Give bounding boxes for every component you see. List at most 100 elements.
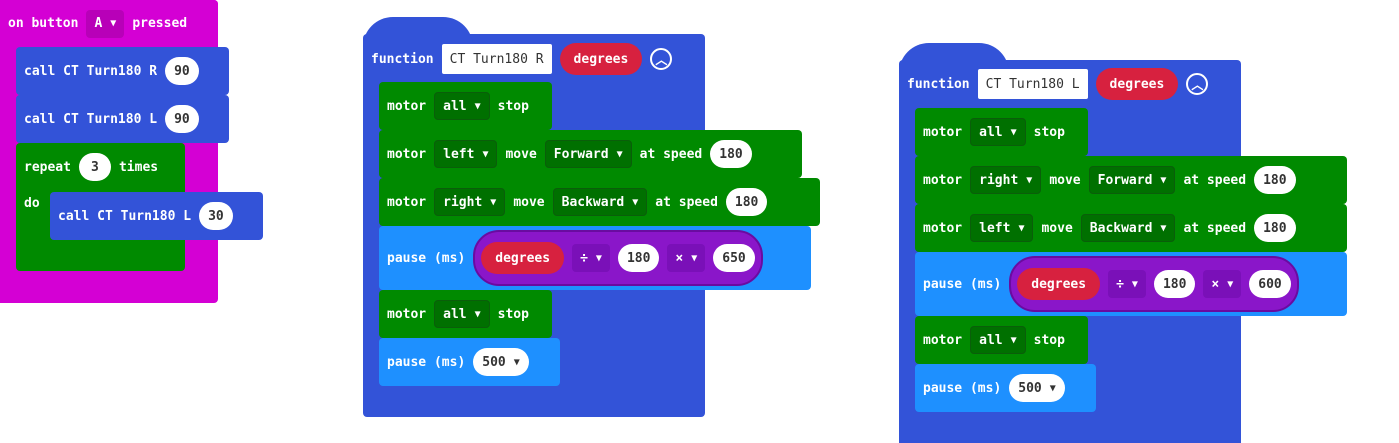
motor-select-value: all xyxy=(443,98,467,114)
operator-value: × xyxy=(1211,276,1220,292)
divide-operator-dropdown[interactable]: ÷▼ xyxy=(1108,270,1146,298)
motor-stop-block[interactable]: motor all▼ stop xyxy=(915,316,1088,364)
direction-dropdown[interactable]: Backward▼ xyxy=(552,188,648,216)
function-keyword: function xyxy=(907,76,970,92)
call-turn180-l-inner-block[interactable]: call CT Turn180 L 30 xyxy=(50,192,263,240)
move-label: move xyxy=(1049,172,1081,188)
call-turn180-r-block[interactable]: call CT Turn180 R 90 xyxy=(16,47,229,95)
function-name-input[interactable]: CT Turn180 R xyxy=(441,44,552,74)
motor-select-dropdown[interactable]: right▼ xyxy=(434,188,506,216)
motor-select-dropdown[interactable]: left▼ xyxy=(970,214,1034,242)
param-degrees[interactable]: degrees xyxy=(481,242,565,274)
multiplier-input[interactable]: 650 xyxy=(713,244,755,272)
chevron-down-icon: ▼ xyxy=(632,196,639,208)
motor-label: motor xyxy=(387,306,427,322)
call-label: call CT Turn180 L xyxy=(58,208,192,224)
motor-select-value: all xyxy=(443,306,467,322)
divisor-input[interactable]: 180 xyxy=(617,244,660,272)
action-label: stop xyxy=(1033,124,1065,140)
motor-move-block[interactable]: motor right▼ move Forward▼ at speed 180 xyxy=(915,156,1347,204)
chevron-down-icon: ▼ xyxy=(1160,222,1167,234)
direction-dropdown[interactable]: Forward▼ xyxy=(544,140,632,168)
speed-input[interactable]: 180 xyxy=(710,140,752,168)
motor-select-value: left xyxy=(443,146,475,162)
direction-dropdown[interactable]: Forward▼ xyxy=(1088,166,1176,194)
action-label: stop xyxy=(1033,332,1065,348)
chevron-down-icon: ▼ xyxy=(595,252,602,264)
param-degrees[interactable]: degrees xyxy=(559,43,643,75)
pause-block[interactable]: pause (ms) degrees ÷▼ 180 ×▼ 650 xyxy=(379,226,811,290)
chevron-down-icon: ▼ xyxy=(490,196,497,208)
motor-label: motor xyxy=(923,124,963,140)
motor-select-value: right xyxy=(979,172,1019,188)
chevron-down-icon: ▼ xyxy=(474,100,481,112)
pause-label: pause (ms) xyxy=(387,354,466,370)
direction-value: Backward xyxy=(1089,220,1153,236)
motor-select-dropdown[interactable]: right▼ xyxy=(970,166,1042,194)
motor-label: motor xyxy=(923,172,963,188)
divide-operator-dropdown[interactable]: ÷▼ xyxy=(572,244,610,272)
param-degrees[interactable]: degrees xyxy=(1017,268,1101,300)
at-speed-label: at speed xyxy=(1183,172,1247,188)
chevron-down-icon: ▼ xyxy=(1010,126,1017,138)
param-degrees[interactable]: degrees xyxy=(1095,68,1179,100)
motor-select-dropdown[interactable]: all▼ xyxy=(970,118,1026,146)
at-speed-label: at speed xyxy=(655,194,718,210)
times-label: times xyxy=(118,159,159,175)
motor-stop-block[interactable]: motor all▼ stop xyxy=(379,290,552,338)
motor-move-block[interactable]: motor right▼ move Backward▼ at speed 180 xyxy=(379,178,820,226)
call-label: call CT Turn180 L xyxy=(24,111,158,127)
function-name-input[interactable]: CT Turn180 L xyxy=(977,69,1088,99)
event-prefix: on button xyxy=(8,16,79,31)
repeat-header: repeat 3 times xyxy=(16,143,185,191)
chevron-up-icon[interactable]: ︿ xyxy=(1186,73,1209,95)
pause-block[interactable]: pause (ms) 500▼ xyxy=(915,364,1096,412)
pause-block[interactable]: pause (ms) degrees ÷▼ 180 ×▼ 600 xyxy=(915,252,1347,316)
divisor-input[interactable]: 180 xyxy=(1153,270,1196,298)
direction-dropdown[interactable]: Backward ▼ xyxy=(1080,214,1176,242)
on-button-header[interactable]: on button A ▼ pressed xyxy=(0,0,218,47)
chevron-down-icon: ▼ xyxy=(1160,174,1167,186)
motor-select-dropdown[interactable]: all▼ xyxy=(434,300,490,328)
arithmetic-block[interactable]: degrees ÷▼ 180 ×▼ 650 xyxy=(473,230,763,286)
pause-block[interactable]: pause (ms) 500▼ xyxy=(379,338,560,386)
speed-input[interactable]: 180 xyxy=(1254,166,1296,194)
motor-label: motor xyxy=(387,98,427,114)
pause-label: pause (ms) xyxy=(923,380,1002,396)
at-speed-label: at speed xyxy=(639,146,703,162)
pause-duration-value: 500 xyxy=(1018,380,1042,396)
call-arg-input[interactable]: 90 xyxy=(165,57,199,85)
motor-select-dropdown[interactable]: all▼ xyxy=(970,326,1026,354)
motor-select-value: all xyxy=(979,332,1003,348)
motor-move-block[interactable]: motor left▼ move Backward▼ at speed 180 xyxy=(915,204,1347,252)
multiplier-input[interactable]: 600 xyxy=(1249,270,1291,298)
function-hat xyxy=(363,17,473,47)
pause-label: pause (ms) xyxy=(923,276,1002,292)
pause-label: pause (ms) xyxy=(387,250,466,266)
call-turn180-l-block[interactable]: call CT Turn180 L 90 xyxy=(16,95,229,143)
multiply-operator-dropdown[interactable]: ×▼ xyxy=(1203,270,1242,298)
speed-input[interactable]: 180 xyxy=(1254,214,1296,242)
pause-duration-dropdown[interactable]: 500▼ xyxy=(473,348,529,376)
motor-move-block[interactable]: motor left▼ move Forward▼ at speed 180 xyxy=(379,130,802,178)
motor-stop-block[interactable]: motor all▼ stop xyxy=(915,108,1088,156)
direction-value: Forward xyxy=(553,146,609,162)
operator-value: × xyxy=(675,250,684,266)
move-label: move xyxy=(513,194,545,210)
pause-duration-dropdown[interactable]: 500▼ xyxy=(1009,374,1065,402)
chevron-up-icon[interactable]: ︿ xyxy=(650,48,673,70)
motor-select-dropdown[interactable]: left▼ xyxy=(434,140,498,168)
speed-input[interactable]: 180 xyxy=(725,188,768,216)
function-header: function CT Turn180 R degrees ︿ xyxy=(363,40,705,78)
repeat-count-input[interactable]: 3 xyxy=(78,153,111,181)
call-arg-input[interactable]: 90 xyxy=(165,105,199,133)
do-label: do xyxy=(24,196,40,211)
call-arg-input[interactable]: 30 xyxy=(199,202,233,230)
multiply-operator-dropdown[interactable]: ×▼ xyxy=(667,244,706,272)
motor-stop-block[interactable]: motor all▼ stop xyxy=(379,82,552,130)
button-dropdown[interactable]: A ▼ xyxy=(86,9,125,38)
motor-select-dropdown[interactable]: all ▼ xyxy=(434,92,490,120)
move-label: move xyxy=(1041,220,1073,236)
arithmetic-block[interactable]: degrees ÷▼ 180 ×▼ 600 xyxy=(1009,256,1299,312)
chevron-down-icon: ▼ xyxy=(110,18,117,29)
